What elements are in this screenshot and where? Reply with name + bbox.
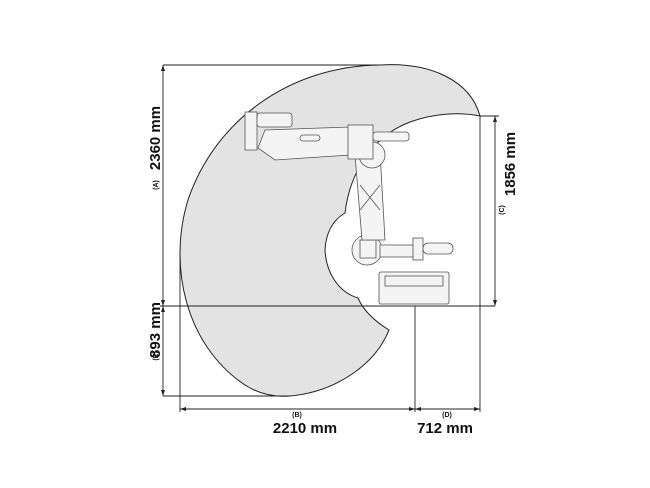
dim-e-value: 893 mm xyxy=(147,302,164,358)
dimension-lines xyxy=(160,64,499,412)
robot-wrist xyxy=(256,112,293,128)
robot-upper-arm xyxy=(257,126,351,161)
robot-elbow-housing xyxy=(347,124,374,160)
dim-a-value: 2360 mm xyxy=(147,106,164,170)
dim-c-value: 1856 mm xyxy=(502,132,519,196)
dim-c-tag: (C) xyxy=(499,205,506,215)
dim-d-tag: (D) xyxy=(442,412,452,419)
robot-flange xyxy=(412,237,424,261)
dim-a-tag: (A) xyxy=(153,180,160,190)
robot-base-detail xyxy=(384,275,444,287)
robot-motor xyxy=(359,239,377,259)
dim-d-value: 712 mm xyxy=(417,420,473,437)
robot-illustration xyxy=(244,111,454,305)
robot-rear-motor xyxy=(372,131,410,142)
robot-base xyxy=(378,271,450,305)
robot-counterweight xyxy=(422,242,454,255)
robot-tool-flange xyxy=(244,111,258,151)
robot-counterweight-arm xyxy=(379,244,416,258)
working-envelope xyxy=(179,64,481,397)
dim-e-tag: (E) xyxy=(153,351,160,360)
dim-b-value: 2210 mm xyxy=(273,420,337,437)
arrowheads xyxy=(161,65,497,411)
dim-b-tag: (B) xyxy=(292,412,302,419)
